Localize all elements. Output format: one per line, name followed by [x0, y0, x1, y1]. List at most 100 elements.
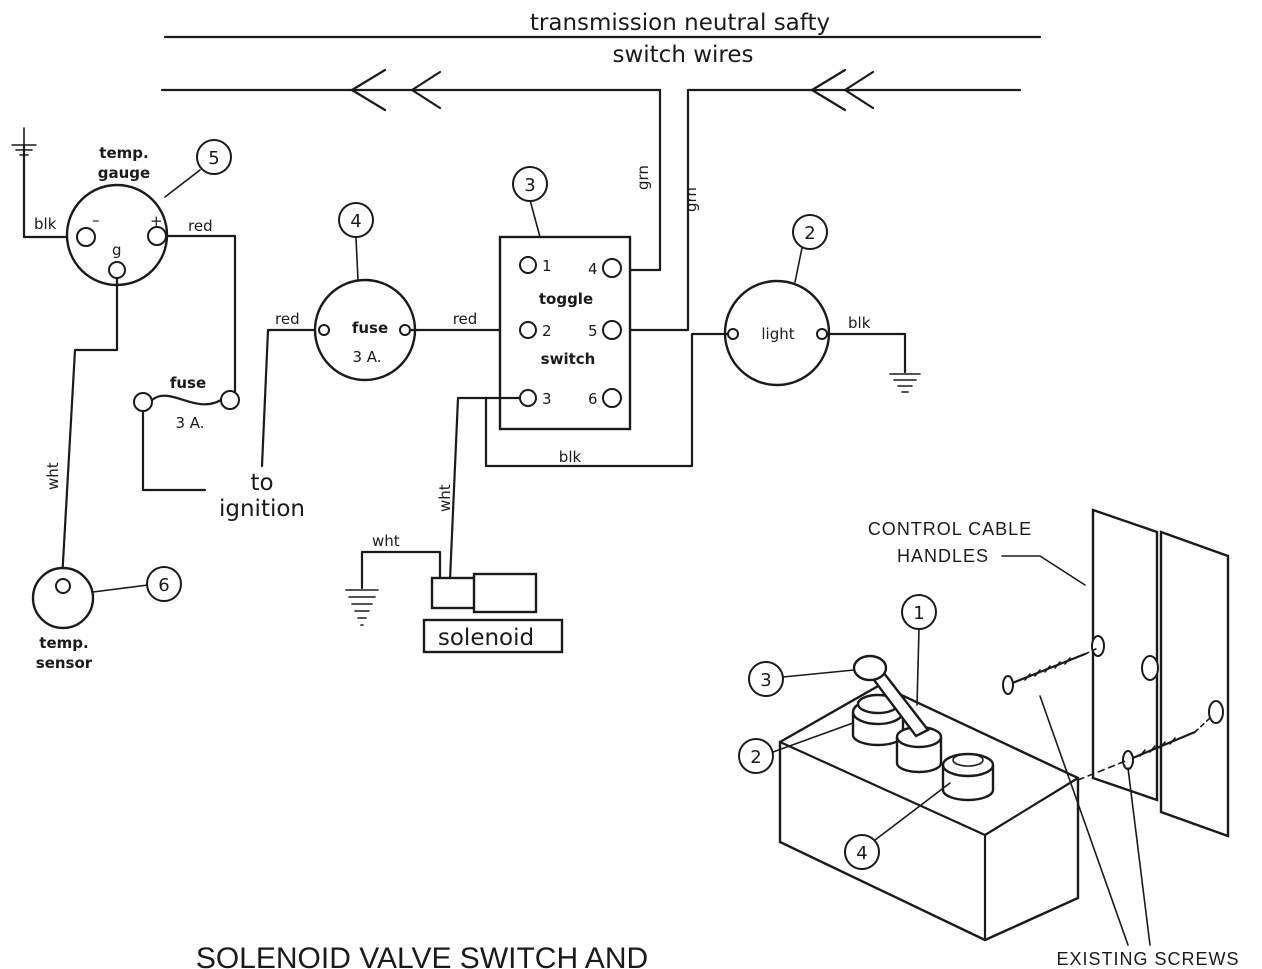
temp-gauge: blk – + g temp. gauge 5 red wht: [11, 127, 237, 582]
ignition-label-group: to ignition red: [219, 310, 320, 522]
solenoid-label: solenoid: [438, 625, 534, 651]
control-cable-leader: [1001, 555, 1086, 586]
light-terminal-in: [727, 328, 739, 340]
header-block: transmission neutral safty switch wires: [160, 10, 1042, 112]
sensor-label-2: sensor: [36, 654, 93, 672]
screws-leader-2: [1127, 767, 1151, 946]
connector-chevron-1: [350, 68, 387, 112]
ground-icon-light: [889, 373, 921, 393]
screw-icon-upper: [1002, 652, 1087, 695]
gauge-red-wire: [164, 234, 237, 402]
gauge-blk-label: blk: [34, 215, 57, 233]
toggle-light-blk-label: blk: [559, 448, 582, 466]
handle-hole-2: [1141, 655, 1159, 681]
fuse-holder-callout-number: 4: [350, 211, 361, 232]
toggle-terminal-3-label: 3: [542, 390, 552, 408]
toggle-terminal-1: [519, 256, 537, 274]
light-callout-leader: [794, 247, 803, 283]
fuse-holder-rating: 3 A.: [352, 348, 381, 366]
console-box: [778, 683, 1080, 942]
toggle-terminal-4: [602, 258, 622, 278]
solenoid-wht-label-1: wht: [436, 484, 454, 512]
light-label: light: [761, 325, 794, 343]
ground-icon-solenoid: [345, 589, 379, 626]
toggle-callout-leader: [529, 199, 541, 238]
sensor-callout-leader: [92, 584, 149, 593]
screws-leader-1: [1039, 695, 1129, 946]
assembly-callout-2-leader: [772, 722, 854, 753]
gauge-label-1: temp.: [99, 144, 148, 162]
gauge-terminal-g: [108, 261, 126, 279]
handle-panel-left: [1091, 508, 1159, 802]
assembly-toggle: [852, 654, 943, 774]
toggle-callout: [512, 166, 548, 202]
box-align-line: [1077, 759, 1129, 781]
toggle-terminal-2-label: 2: [542, 322, 552, 340]
grn-label-2: grn: [682, 187, 700, 212]
inline-fuse-to-ignition-wire: [141, 409, 207, 492]
screw-align-1: [1084, 647, 1099, 655]
gauge-callout: [196, 139, 232, 175]
inline-fuse-end-left: [133, 392, 153, 412]
toggle-label-2: switch: [541, 350, 596, 368]
assembly-callout-4-leader: [874, 782, 951, 841]
light-terminal-out: [816, 328, 828, 340]
control-cable-label-2: HANDLES: [897, 546, 989, 566]
control-cable-label-1: CONTROL CABLE: [868, 519, 1032, 539]
toggle-terminal-6: [602, 388, 622, 408]
ignition-red-wire: [260, 328, 320, 468]
light-ground-wire: [825, 332, 907, 374]
ignition-label-2: ignition: [219, 496, 305, 522]
gauge-minus-label: –: [92, 211, 100, 229]
handle-panel-right: [1159, 530, 1230, 838]
assembly-callout-4: [844, 834, 880, 870]
light-blk-label: blk: [848, 314, 871, 332]
grn-wire-to-terminal-5: [620, 88, 690, 332]
toggle-solenoid-wht-wire: [448, 396, 522, 582]
light-callout: [792, 214, 828, 250]
gauge-terminal-minus: [76, 227, 96, 247]
toggle-terminal-2: [519, 321, 537, 339]
gauge-red-label: red: [188, 217, 213, 235]
arrow-left-1: [410, 70, 442, 110]
sensor-callout: [146, 566, 182, 602]
fuse-holder-callout: [338, 202, 374, 238]
indicator-light: light 2 blk: [723, 214, 921, 393]
handle-hole-1: [1091, 635, 1105, 657]
inline-fuse: fuse 3 A.: [133, 374, 240, 492]
fuse-holder-label: fuse: [352, 319, 388, 337]
assembly-callout-3-leader: [782, 669, 855, 678]
toggle-switch: 1 2 3 4 5 6 toggle switch 3: [498, 166, 632, 431]
inline-fuse-label: fuse: [170, 374, 206, 392]
sensor-terminal: [55, 578, 71, 594]
fuse-holder-callout-leader: [355, 237, 359, 281]
toggle-terminal-3: [519, 389, 537, 407]
toggle-terminal-4-label: 4: [588, 260, 598, 278]
existing-screws-label: EXISTING SCREWS: [1056, 949, 1239, 969]
sensor-callout-number: 6: [158, 575, 169, 596]
ignition-label-1: to: [250, 470, 273, 496]
diagram-title: SOLENOID VALVE SWITCH AND: [196, 942, 648, 969]
sensor-body: [31, 566, 95, 630]
inline-fuse-rating: 3 A.: [175, 414, 204, 432]
gauge-ground-wire: [22, 143, 82, 239]
toggle-light-blk-wire: [484, 332, 730, 468]
gauge-wht-wire: [60, 276, 119, 582]
grn-wires: grn grn: [620, 88, 700, 332]
gauge-g-label: g: [112, 241, 122, 259]
solenoid: wht solenoid wht: [345, 396, 564, 654]
toggle-terminal-6-label: 6: [588, 390, 598, 408]
assembly-callout-4-number: 4: [856, 843, 867, 864]
sensor-label-1: temp.: [39, 634, 88, 652]
gauge-callout-leader: [164, 169, 201, 198]
light-callout-number: 2: [804, 223, 815, 244]
fuse-holder-terminal-in: [318, 324, 330, 336]
assembly-callout-1-leader: [916, 628, 920, 706]
toggle-callout-number: 3: [524, 175, 535, 196]
assembly-callout-3-number: 3: [760, 670, 771, 691]
assembly-fuse: [941, 752, 995, 802]
gauge-plus-label: +: [150, 212, 163, 230]
fuse-holder-terminal-out: [399, 324, 411, 336]
toggle-terminal-1-label: 1: [542, 257, 552, 275]
